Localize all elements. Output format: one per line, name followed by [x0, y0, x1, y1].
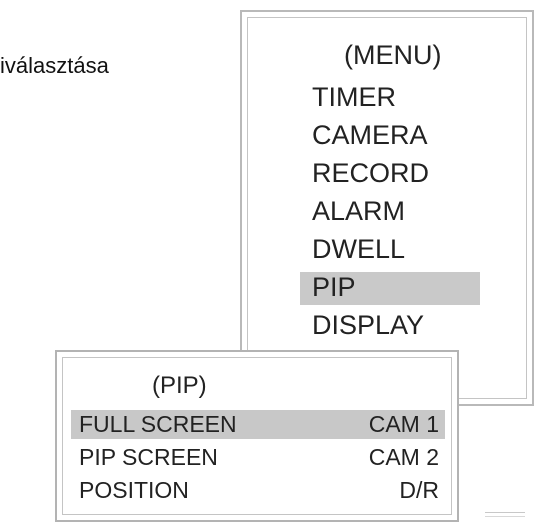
- menu-item-label: RECORD: [312, 158, 430, 188]
- menu-item-alarm[interactable]: ALARM: [290, 192, 530, 230]
- pip-option-list: FULL SCREEN CAM 1 PIP SCREEN CAM 2 POSIT…: [71, 408, 445, 507]
- pip-row-value: CAM 1: [368, 411, 439, 437]
- pip-row-label: FULL SCREEN: [79, 411, 237, 437]
- menu-item-label: TIMER: [312, 82, 396, 112]
- pip-row-full-screen[interactable]: FULL SCREEN CAM 1: [71, 408, 445, 441]
- menu-item-label: ALARM: [312, 196, 406, 226]
- menu-item-record[interactable]: RECORD: [290, 154, 530, 192]
- pip-submenu-panel: (PIP) FULL SCREEN CAM 1 PIP SCREEN CAM 2…: [55, 350, 459, 522]
- menu-item-label: DWELL: [312, 234, 406, 264]
- pip-row-position[interactable]: POSITION D/R: [71, 474, 445, 507]
- pip-row-pip-screen[interactable]: PIP SCREEN CAM 2: [71, 441, 445, 474]
- menu-title: (MENU): [344, 40, 442, 70]
- menu-item-timer[interactable]: TIMER: [290, 78, 530, 116]
- section-caption: iválasztása: [0, 53, 109, 78]
- panel-edge-lines: [485, 512, 525, 517]
- menu-item-label: DISPLAY: [312, 310, 425, 340]
- pip-title: (PIP): [152, 372, 207, 399]
- pip-row-label: POSITION: [79, 477, 189, 503]
- menu-list: TIMER CAMERA RECORD ALARM DWELL PIP DISP…: [290, 78, 530, 344]
- menu-item-display[interactable]: DISPLAY: [290, 306, 530, 344]
- pip-row-label: PIP SCREEN: [79, 444, 218, 470]
- pip-row-value: CAM 2: [368, 444, 439, 470]
- menu-item-label: CAMERA: [312, 120, 428, 150]
- main-menu-panel: (MENU) TIMER CAMERA RECORD ALARM DWELL P…: [240, 10, 534, 406]
- menu-item-dwell[interactable]: DWELL: [290, 230, 530, 268]
- menu-item-label: PIP: [312, 272, 356, 302]
- menu-item-pip[interactable]: PIP: [290, 268, 530, 306]
- pip-row-value: D/R: [399, 477, 439, 503]
- menu-item-camera[interactable]: CAMERA: [290, 116, 530, 154]
